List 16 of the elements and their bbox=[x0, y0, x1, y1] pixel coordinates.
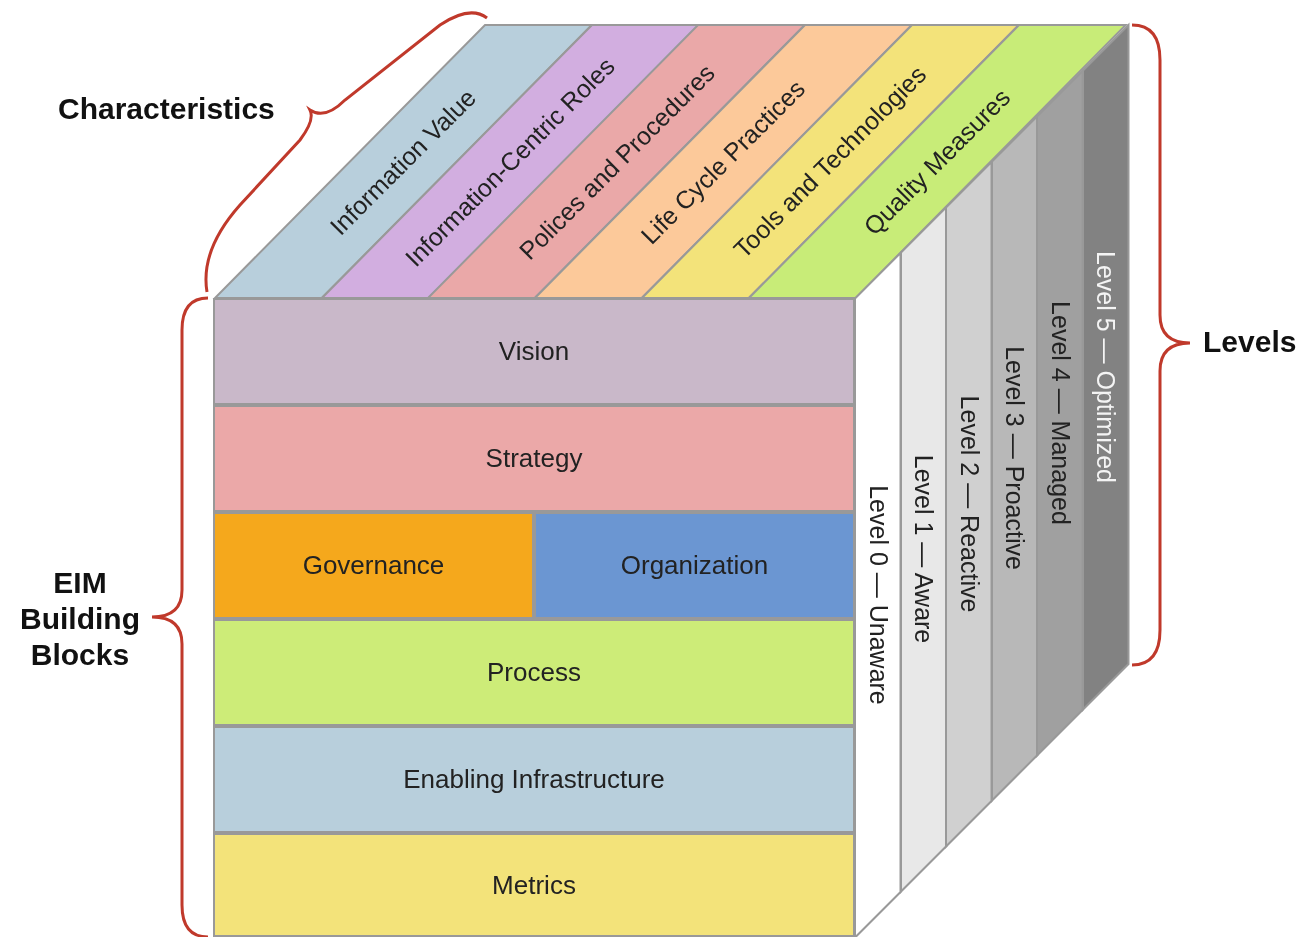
building-block: Strategy bbox=[213, 405, 855, 512]
building-block: Organization bbox=[534, 512, 855, 619]
band-label: Level 5 — Optimized bbox=[1090, 251, 1120, 484]
building-block: Governance bbox=[213, 512, 534, 619]
building-block: Process bbox=[213, 619, 855, 726]
axis-heading: EIM Building Blocks bbox=[19, 565, 141, 673]
building-block: Vision bbox=[213, 298, 855, 405]
axis-heading: Levels bbox=[1203, 325, 1297, 359]
building-block: Enabling Infrastructure bbox=[213, 726, 855, 833]
band-label: Level 3 — Proactive bbox=[999, 346, 1029, 571]
building-block: Metrics bbox=[213, 833, 855, 937]
band-label: Level 1 — Aware bbox=[908, 455, 938, 644]
band-label: Level 0 — Unaware bbox=[863, 484, 893, 705]
band-label: Level 2 — Reactive bbox=[954, 395, 984, 613]
band-label: Level 4 — Managed bbox=[1045, 300, 1075, 525]
axis-heading: Characteristics bbox=[58, 92, 275, 126]
